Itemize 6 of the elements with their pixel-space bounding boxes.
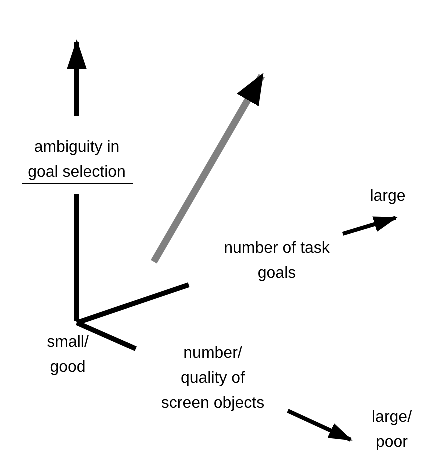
axis-label: large [369, 187, 407, 207]
axis-label: large/ poor [370, 408, 414, 453]
axis-label: small/ good [46, 333, 90, 378]
axis-label: ambiguity in goal selection [27, 138, 127, 183]
axis-label: number/ quality of screen objects [160, 344, 266, 414]
axis-label: number of task goals [223, 239, 331, 284]
